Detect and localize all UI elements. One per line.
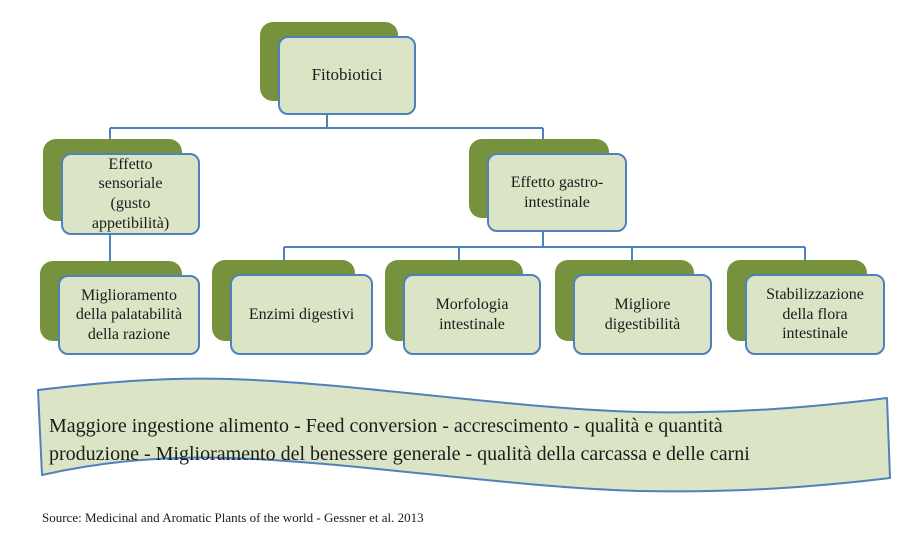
wave-banner-shape xyxy=(37,377,891,493)
node-face: Effetto gastro- intestinale xyxy=(487,153,627,232)
node-effetto-sensoriale: Effetto sensoriale (gusto appetibilità) xyxy=(43,139,200,235)
node-label: Morfologia intestinale xyxy=(435,295,509,333)
wave-banner-text: Maggiore ingestione alimento - Feed conv… xyxy=(49,415,750,465)
node-label: Miglioramento della palatabilità della r… xyxy=(75,286,183,343)
node-label: Effetto sensoriale (gusto appetibilità) xyxy=(91,155,170,232)
node-face: Enzimi digestivi xyxy=(230,274,373,355)
node-face: Morfologia intestinale xyxy=(403,274,541,355)
node-label: Effetto gastro- intestinale xyxy=(510,173,604,211)
node-face: Fitobiotici xyxy=(278,36,416,115)
node-face: Miglioramento della palatabilità della r… xyxy=(58,275,200,355)
node-face: Stabilizzazione della flora intestinale xyxy=(745,274,885,355)
node-morfologia-intestinale: Morfologia intestinale xyxy=(385,260,541,355)
node-effetto-gastrointestinale: Effetto gastro- intestinale xyxy=(469,139,627,232)
source-caption: Source: Medicinal and Aromatic Plants of… xyxy=(42,510,424,525)
node-label: Migliore digestibilità xyxy=(604,295,681,333)
node-label: Fitobiotici xyxy=(311,65,383,85)
node-fitobiotici: Fitobiotici xyxy=(260,22,416,115)
node-face: Migliore digestibilità xyxy=(573,274,712,355)
node-stabilizzazione-flora: Stabilizzazione della flora intestinale xyxy=(727,260,885,355)
node-face: Effetto sensoriale (gusto appetibilità) xyxy=(61,153,200,235)
node-migliore-digestibilita: Migliore digestibilità xyxy=(555,260,712,355)
node-enzimi-digestivi: Enzimi digestivi xyxy=(212,260,373,355)
wave-banner: Maggiore ingestione alimento - Feed conv… xyxy=(25,375,900,500)
node-label: Stabilizzazione della flora intestinale xyxy=(766,286,864,343)
node-miglioramento-palatabilita: Miglioramento della palatabilità della r… xyxy=(40,261,200,355)
connector xyxy=(109,115,806,266)
node-label: Enzimi digestivi xyxy=(248,305,355,323)
